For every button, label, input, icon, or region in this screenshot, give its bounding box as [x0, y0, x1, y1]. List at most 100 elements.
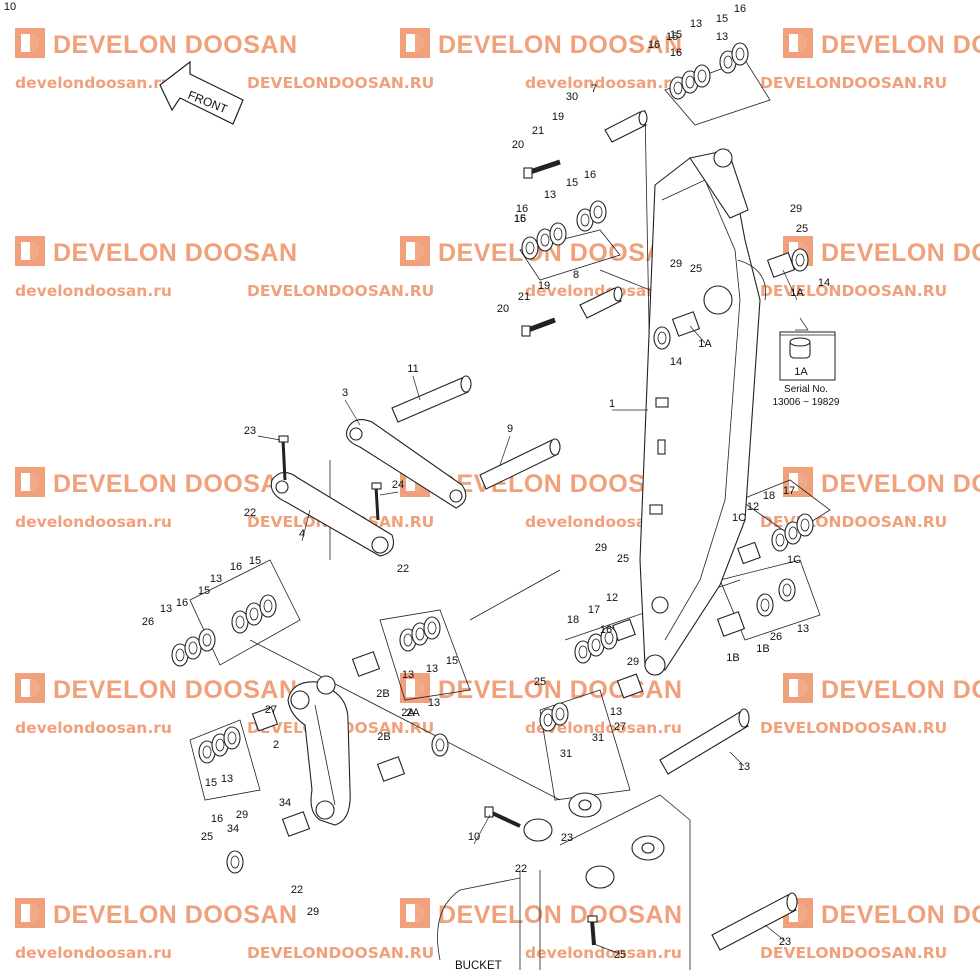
- callout-1A: 1A: [698, 338, 712, 350]
- callout-14: 14: [670, 356, 682, 368]
- shim-ring-bore: [578, 645, 588, 659]
- callout-13: 13: [738, 761, 750, 773]
- callout-15: 15: [446, 655, 458, 667]
- callout-1C: 1C: [787, 554, 801, 566]
- bushing-1B-a: [716, 611, 746, 637]
- leader-line: [379, 491, 399, 496]
- callout-13: 13: [544, 189, 556, 201]
- shim-ring-bore: [553, 227, 563, 241]
- callout-15: 15: [249, 555, 261, 567]
- develon-logo-icon: [400, 898, 430, 928]
- shim-ring-bore: [604, 631, 614, 645]
- callout-23: 23: [561, 832, 573, 844]
- watermark-url: DEVELONDOOSAN.RU: [760, 944, 947, 962]
- shim-ring-bore: [175, 648, 185, 662]
- callout-29: 29: [790, 203, 802, 215]
- watermark-url: develondoosan.ru: [15, 719, 172, 737]
- callout-26: 26: [770, 631, 782, 643]
- bolt-20-lower: [521, 317, 556, 337]
- callout-27: 27: [265, 704, 277, 716]
- pin-9: [479, 438, 561, 490]
- callout-16: 16: [176, 597, 188, 609]
- link-4: [270, 471, 395, 557]
- serial-line1: Serial No.: [784, 384, 828, 395]
- shim-ring-bore: [415, 627, 425, 641]
- callout-16: 16: [211, 813, 223, 825]
- watermark-url: develondoosan.ru: [525, 944, 682, 962]
- watermark-url: DEVELONDOOSAN.RU: [247, 282, 434, 300]
- watermark-brand: DEVELON DOOSAN: [53, 31, 298, 59]
- callout-22: 22: [515, 863, 527, 875]
- shim-ring-bore: [435, 738, 445, 752]
- shim-ring-bore: [403, 633, 413, 647]
- leader-line: [782, 269, 798, 301]
- callout-22: 22: [397, 563, 409, 575]
- shim-ring-bore: [800, 518, 810, 532]
- pin-10-lower: [711, 892, 798, 951]
- shim-ring-bore: [795, 253, 805, 267]
- develon-logo-icon: [783, 673, 813, 703]
- watermark-url: develondoosan.ru: [15, 513, 172, 531]
- callout-15: 15: [666, 31, 678, 43]
- shim-ring: [223, 726, 241, 750]
- shim-ring-bore: [215, 738, 225, 752]
- shim-ring-bore: [188, 641, 198, 655]
- shim-ring: [653, 326, 671, 350]
- leader-line: [257, 435, 281, 441]
- shim-ring: [521, 236, 539, 260]
- callout-16: 16: [514, 213, 526, 225]
- watermark-logo: DEVELON DOOSAN: [15, 673, 297, 704]
- shim-ring-bore: [525, 241, 535, 255]
- callout-22: 22: [291, 884, 303, 896]
- callout-21: 21: [532, 125, 544, 137]
- shim-ring: [198, 628, 216, 652]
- watermark-url: DEVELONDOOSAN.RU: [760, 74, 947, 92]
- leader-line: [344, 399, 361, 426]
- callout-13: 13: [797, 623, 809, 635]
- callout-2A: 2A: [406, 707, 420, 719]
- callout-15: 15: [514, 213, 526, 225]
- shim-ring-bore: [249, 607, 259, 621]
- callout-1A: 1A: [790, 287, 804, 299]
- callout-17: 17: [783, 485, 795, 497]
- shim-ring-bore: [657, 331, 667, 345]
- callout-11: 11: [407, 363, 418, 375]
- watermark-logo: DEVELON DOOSAN: [783, 467, 980, 498]
- shim-ring-bore: [685, 75, 695, 89]
- callout-13: 13: [160, 603, 172, 615]
- callout-13: 13: [221, 773, 233, 785]
- callout-14: 14: [818, 277, 830, 289]
- callout-16: 16: [600, 624, 612, 636]
- callout-8: 8: [573, 269, 579, 281]
- bushing-1A-b: [766, 252, 796, 278]
- watermark-brand: DEVELON DOOSAN: [438, 901, 683, 929]
- watermark-logo: DEVELON DOOSAN: [783, 898, 980, 929]
- develon-logo-icon: [783, 467, 813, 497]
- watermark-url: develondoosan.ru: [15, 74, 172, 92]
- callout-2A: 2A: [401, 707, 415, 719]
- develon-logo-icon: [15, 898, 45, 928]
- callout-29: 29: [307, 906, 319, 918]
- shim-ring: [778, 578, 796, 602]
- shim-ring: [756, 593, 774, 617]
- callout-19: 19: [538, 280, 550, 292]
- watermark-brand: DEVELON DOOSAN: [821, 31, 980, 59]
- bushing-1A-detail: [789, 337, 811, 359]
- watermark-logo: DEVELON DOOSAN: [783, 236, 980, 267]
- watermark-logo: DEVELON DOOSAN: [400, 898, 683, 929]
- callout-23: 23: [244, 425, 256, 437]
- serial-line2: 13006 ~ 19829: [772, 397, 839, 408]
- callout-21: 21: [518, 291, 530, 303]
- shim-ring: [551, 702, 569, 726]
- callout-13: 13: [402, 669, 414, 681]
- callout-4: 4: [299, 528, 305, 540]
- callout-17: 17: [588, 604, 600, 616]
- watermark-url: DEVELONDOOSAN.RU: [247, 944, 434, 962]
- bucket-label: BUCKET: [455, 960, 502, 972]
- watermark-logo: DEVELON DOOSAN: [15, 467, 297, 498]
- shim-ring: [589, 200, 607, 224]
- shim-ring-bore: [735, 47, 745, 61]
- watermark-brand: DEVELON DOOSAN: [53, 239, 298, 267]
